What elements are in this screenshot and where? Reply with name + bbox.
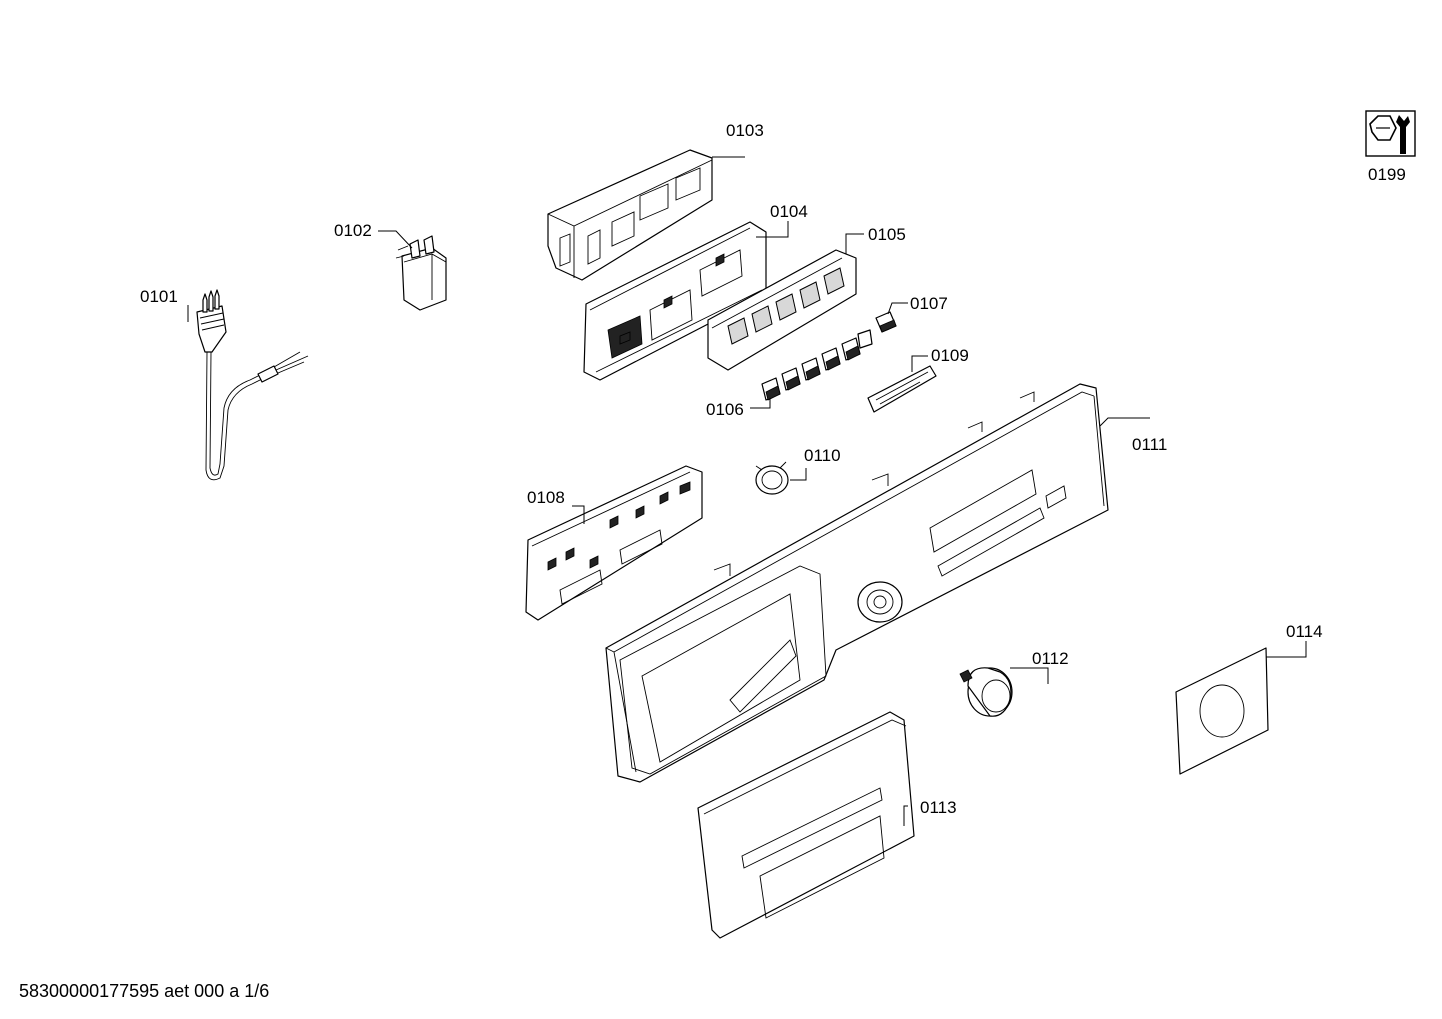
callout-0102: 0102 xyxy=(334,221,372,240)
callout-0109: 0109 xyxy=(931,346,969,365)
callout-leaders xyxy=(378,156,1307,826)
callout-0107: 0107 xyxy=(910,294,948,313)
part-0199-service-tool-icon[interactable] xyxy=(1365,110,1416,157)
part-0104-power-module-board[interactable] xyxy=(583,221,767,381)
part-0112-programme-selector-knob[interactable] xyxy=(959,667,1013,717)
part-0101-power-cord[interactable] xyxy=(187,289,309,481)
callout-0106: 0106 xyxy=(706,400,744,419)
callout-labels: 0101 0102 0103 0104 0105 0106 0107 0108 … xyxy=(140,121,1406,817)
callout-0111: 0111 xyxy=(1132,435,1167,454)
callout-0199: 0199 xyxy=(1368,165,1406,184)
part-0113-dispenser-drawer-handle[interactable] xyxy=(697,711,915,939)
callout-0108: 0108 xyxy=(527,488,565,507)
part-0111-control-panel-fascia[interactable] xyxy=(605,383,1109,783)
document-reference: 58300000177595 aet 000 a 1/6 xyxy=(19,981,270,1001)
part-0108-control-module-board[interactable] xyxy=(525,465,703,621)
callout-0110: 0110 xyxy=(804,446,841,465)
part-0110-light-guide[interactable] xyxy=(755,461,789,495)
part-0105-button-holder[interactable] xyxy=(707,249,857,371)
callout-0105: 0105 xyxy=(868,225,906,244)
callout-0114: 0114 xyxy=(1286,622,1323,641)
part-0106-push-button-set[interactable] xyxy=(761,329,873,401)
part-0114-selector-label[interactable] xyxy=(1175,647,1269,775)
callout-0101: 0101 xyxy=(140,287,178,306)
part-0109-display-window[interactable] xyxy=(867,365,937,413)
part-0102-interference-filter[interactable] xyxy=(395,235,447,311)
callout-0104: 0104 xyxy=(770,202,808,221)
part-0107-push-button[interactable] xyxy=(875,311,897,333)
part-0103-module-housing[interactable] xyxy=(547,149,713,281)
callout-0113: 0113 xyxy=(920,798,957,817)
callout-0112: 0112 xyxy=(1032,649,1069,668)
callout-0103: 0103 xyxy=(726,121,764,140)
